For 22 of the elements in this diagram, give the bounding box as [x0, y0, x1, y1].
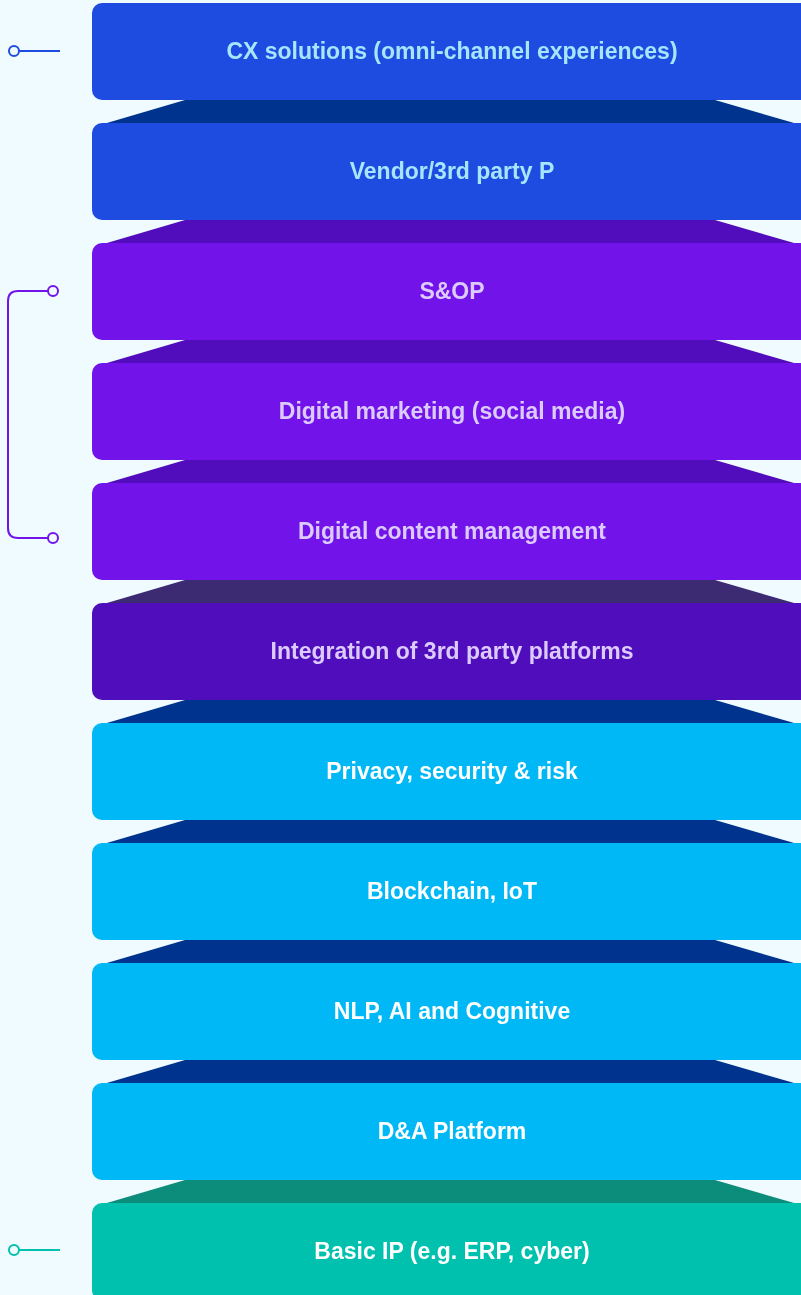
layer-box [92, 483, 801, 580]
layer-label: Blockchain, IoT [367, 877, 537, 907]
layer-box [92, 1083, 801, 1180]
layer-box [92, 243, 801, 340]
layer-label: Vendor/3rd party P [349, 157, 555, 187]
layer-label: S&OP [419, 277, 485, 307]
layer-label: Digital marketing (social media) [278, 397, 626, 427]
layer-label: Privacy, security & risk [326, 757, 578, 787]
layer-label: NLP, AI and Cognitive [333, 997, 571, 1027]
layer-label: D&A Platform [377, 1117, 527, 1147]
layer-box [92, 363, 801, 460]
layer-box [92, 603, 801, 700]
layer-box [92, 963, 801, 1060]
layer-box [92, 723, 801, 820]
layer-box [92, 1203, 801, 1295]
layer-label: Digital content management [298, 517, 606, 547]
layer-label: Integration of 3rd party platforms [270, 637, 634, 667]
layer-box [92, 843, 801, 940]
layer-box [92, 123, 801, 220]
layer-label: Basic IP (e.g. ERP, cyber) [314, 1237, 590, 1267]
layer-box [92, 3, 801, 100]
layer-label: CX solutions (omni-channel experiences) [226, 37, 678, 67]
